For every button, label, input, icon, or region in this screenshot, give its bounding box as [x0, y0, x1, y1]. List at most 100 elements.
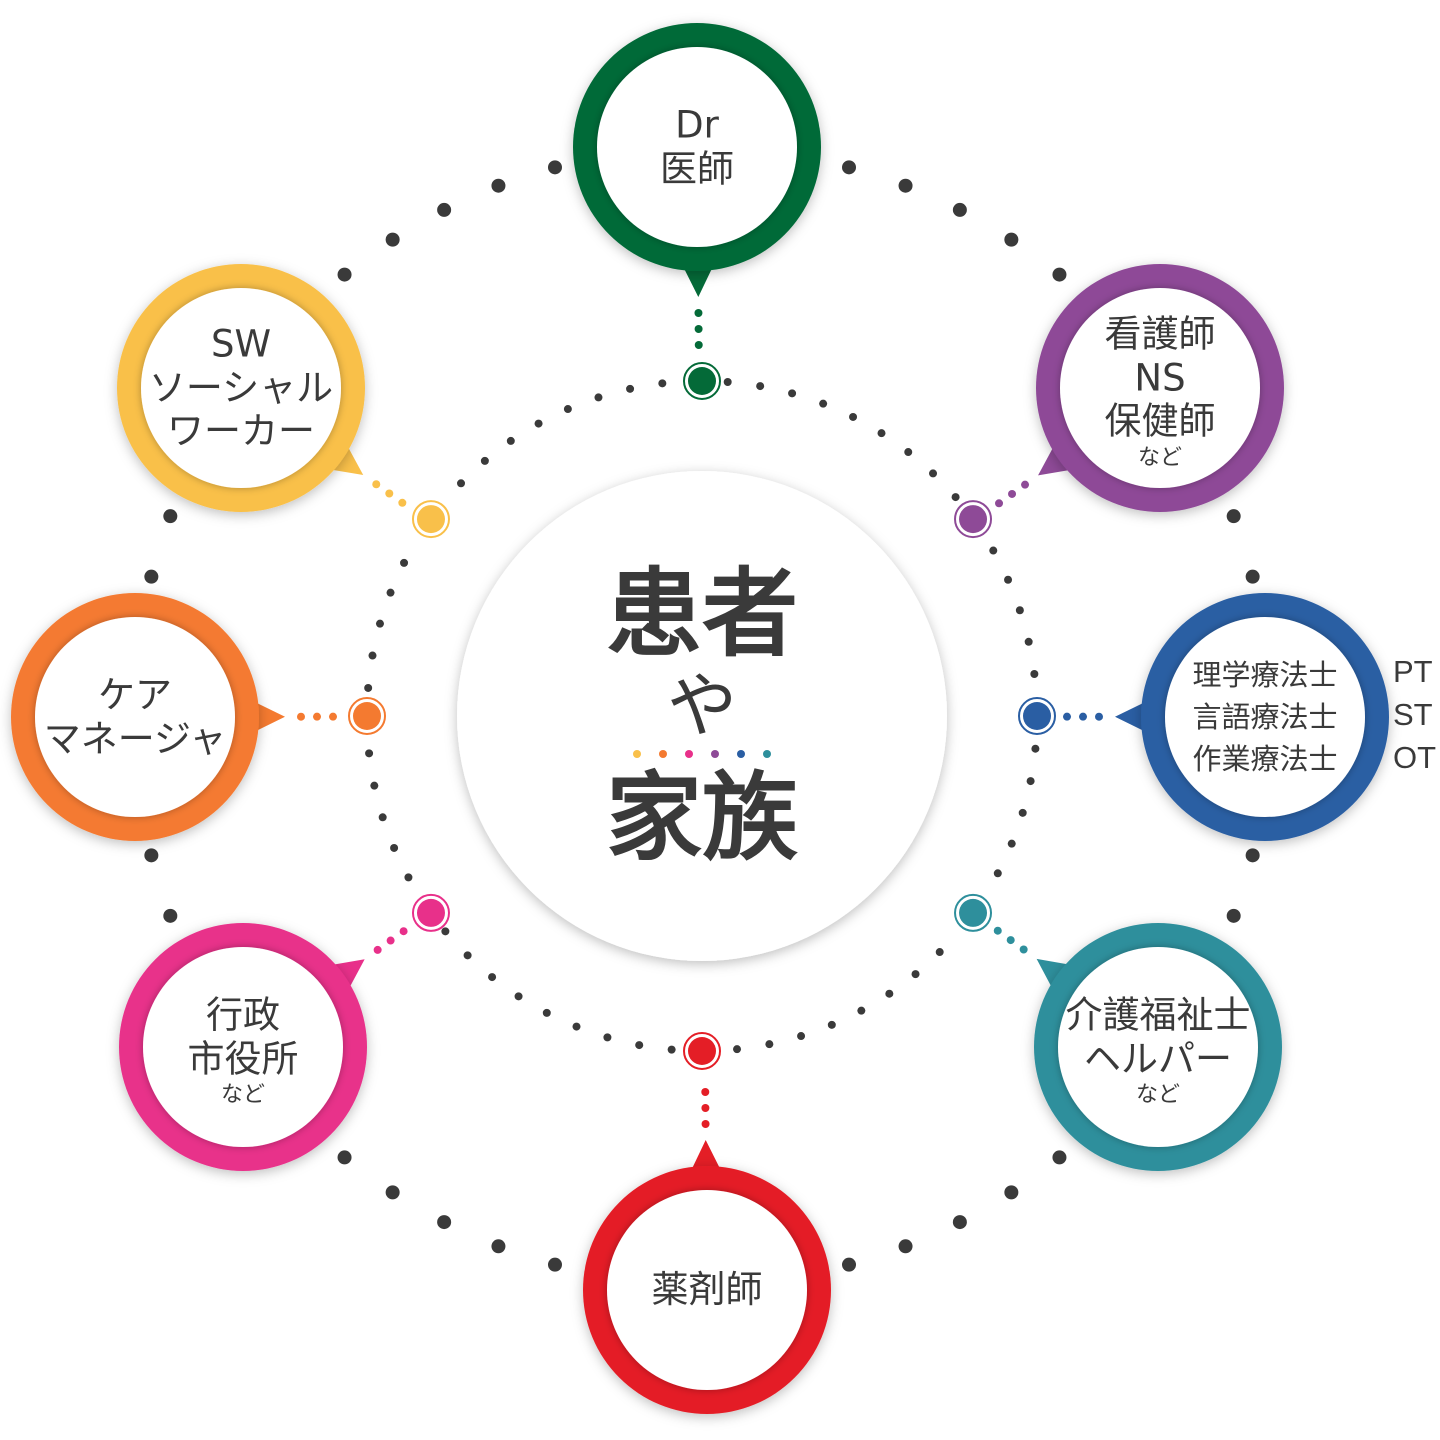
inner-dot — [441, 927, 450, 936]
node-label-line: 医師 — [660, 147, 734, 190]
inner-dot — [488, 973, 497, 982]
outer-dot — [1245, 848, 1260, 863]
outer-dot — [1226, 509, 1241, 524]
center-label: 患者 や 家族 — [606, 562, 798, 870]
anchor-dot — [1023, 702, 1051, 730]
abbr-pt: PT — [1393, 654, 1433, 689]
inner-dot — [904, 448, 913, 457]
therapist-abbreviations: PT ST OT — [1393, 650, 1436, 779]
center-color-dot — [659, 750, 667, 758]
connector-dot — [372, 480, 381, 489]
center-line-family: 家族 — [606, 762, 798, 874]
inner-dot — [457, 479, 466, 488]
outer-dot — [337, 267, 352, 282]
inner-dot — [658, 379, 667, 388]
connector-dot — [694, 324, 703, 333]
inner-dot — [572, 1022, 581, 1031]
center-color-dot — [763, 750, 771, 758]
inner-dot — [993, 869, 1002, 878]
outer-dot-ring — [144, 160, 1260, 1272]
connector-dot — [385, 489, 394, 498]
node-label-line: ケア — [97, 673, 172, 717]
connector-dot — [398, 498, 407, 507]
inner-dot — [667, 1045, 676, 1054]
inner-dot — [827, 1020, 836, 1029]
inner-dot — [849, 412, 858, 421]
connector-dot — [1019, 945, 1028, 954]
connector-dot — [993, 926, 1002, 935]
node-label-line: 言語療法士 — [1192, 699, 1338, 734]
inner-dot — [626, 384, 635, 393]
node-label-line: ヘルパー — [1084, 1037, 1232, 1081]
node-doctor — [573, 23, 821, 400]
node-pharmacist — [583, 1032, 831, 1414]
inner-dot — [463, 951, 472, 960]
inner-dot — [911, 970, 920, 979]
inner-dot — [534, 419, 543, 428]
node-label-note: など — [220, 1082, 265, 1108]
node-label-care-worker: 介護福祉士ヘルパーなど — [1066, 993, 1251, 1108]
inner-dot — [1015, 606, 1024, 615]
inner-dot — [375, 619, 384, 628]
inner-dot — [788, 389, 797, 398]
inner-dot — [368, 651, 377, 660]
inner-dot — [1026, 777, 1035, 786]
node-label-line: 保健師 — [1104, 399, 1216, 443]
connector-dot — [1006, 936, 1015, 945]
connector-dot — [694, 308, 703, 317]
node-social-worker — [117, 264, 450, 539]
node-label-line: 薬剤師 — [651, 1268, 763, 1312]
connector-dot — [701, 1088, 710, 1097]
outer-dot — [1052, 1150, 1067, 1165]
node-label-line: SW — [210, 322, 272, 366]
inner-dot — [635, 1041, 644, 1050]
connector-dot — [1021, 480, 1030, 489]
connector-dot — [1079, 712, 1088, 721]
inner-dot — [1024, 637, 1033, 646]
connector-dot — [1063, 712, 1072, 721]
node-label-line: 作業療法士 — [1192, 742, 1338, 777]
node-nurse — [954, 264, 1284, 539]
outer-dot — [491, 178, 506, 193]
outer-dot — [491, 1239, 506, 1254]
node-care-manager — [11, 593, 386, 841]
inner-dot — [989, 546, 998, 555]
anchor-dot — [416, 898, 445, 927]
outer-dot — [547, 1257, 562, 1272]
inner-dot — [756, 382, 765, 391]
connector-dot — [1095, 712, 1104, 721]
center-color-dot — [685, 750, 693, 758]
abbr-st: ST — [1393, 697, 1433, 732]
center-line-patient: 患者 — [606, 558, 798, 670]
connector-dot — [701, 1120, 710, 1129]
outer-dot — [163, 509, 178, 524]
inner-dot — [1018, 808, 1027, 817]
center-line-and: や — [667, 665, 737, 747]
outer-dot — [144, 569, 159, 584]
outer-dot — [337, 1150, 352, 1165]
node-inner — [35, 617, 235, 817]
inner-dot — [480, 456, 489, 465]
inner-dot — [819, 399, 828, 408]
center-color-dot — [737, 750, 745, 758]
inner-dot — [723, 377, 732, 386]
node-city-office — [119, 893, 450, 1171]
inner-dot — [365, 749, 374, 758]
outer-dot — [898, 178, 913, 193]
inner-dot — [765, 1040, 774, 1049]
outer-dot — [1004, 232, 1019, 247]
node-therapist — [1018, 593, 1389, 841]
node-label-note: など — [1137, 445, 1182, 471]
inner-dot-ring — [364, 377, 1040, 1054]
inner-dot — [386, 588, 395, 597]
inner-dot — [1031, 744, 1040, 753]
connector-dot — [399, 927, 408, 936]
node-label-line: 介護福祉士 — [1065, 993, 1251, 1037]
node-label-line: ソーシャル — [148, 366, 334, 410]
node-label-line: ワーカー — [166, 409, 315, 453]
inner-dot — [400, 558, 409, 567]
anchor-dot — [959, 898, 988, 927]
inner-dot — [506, 436, 515, 445]
